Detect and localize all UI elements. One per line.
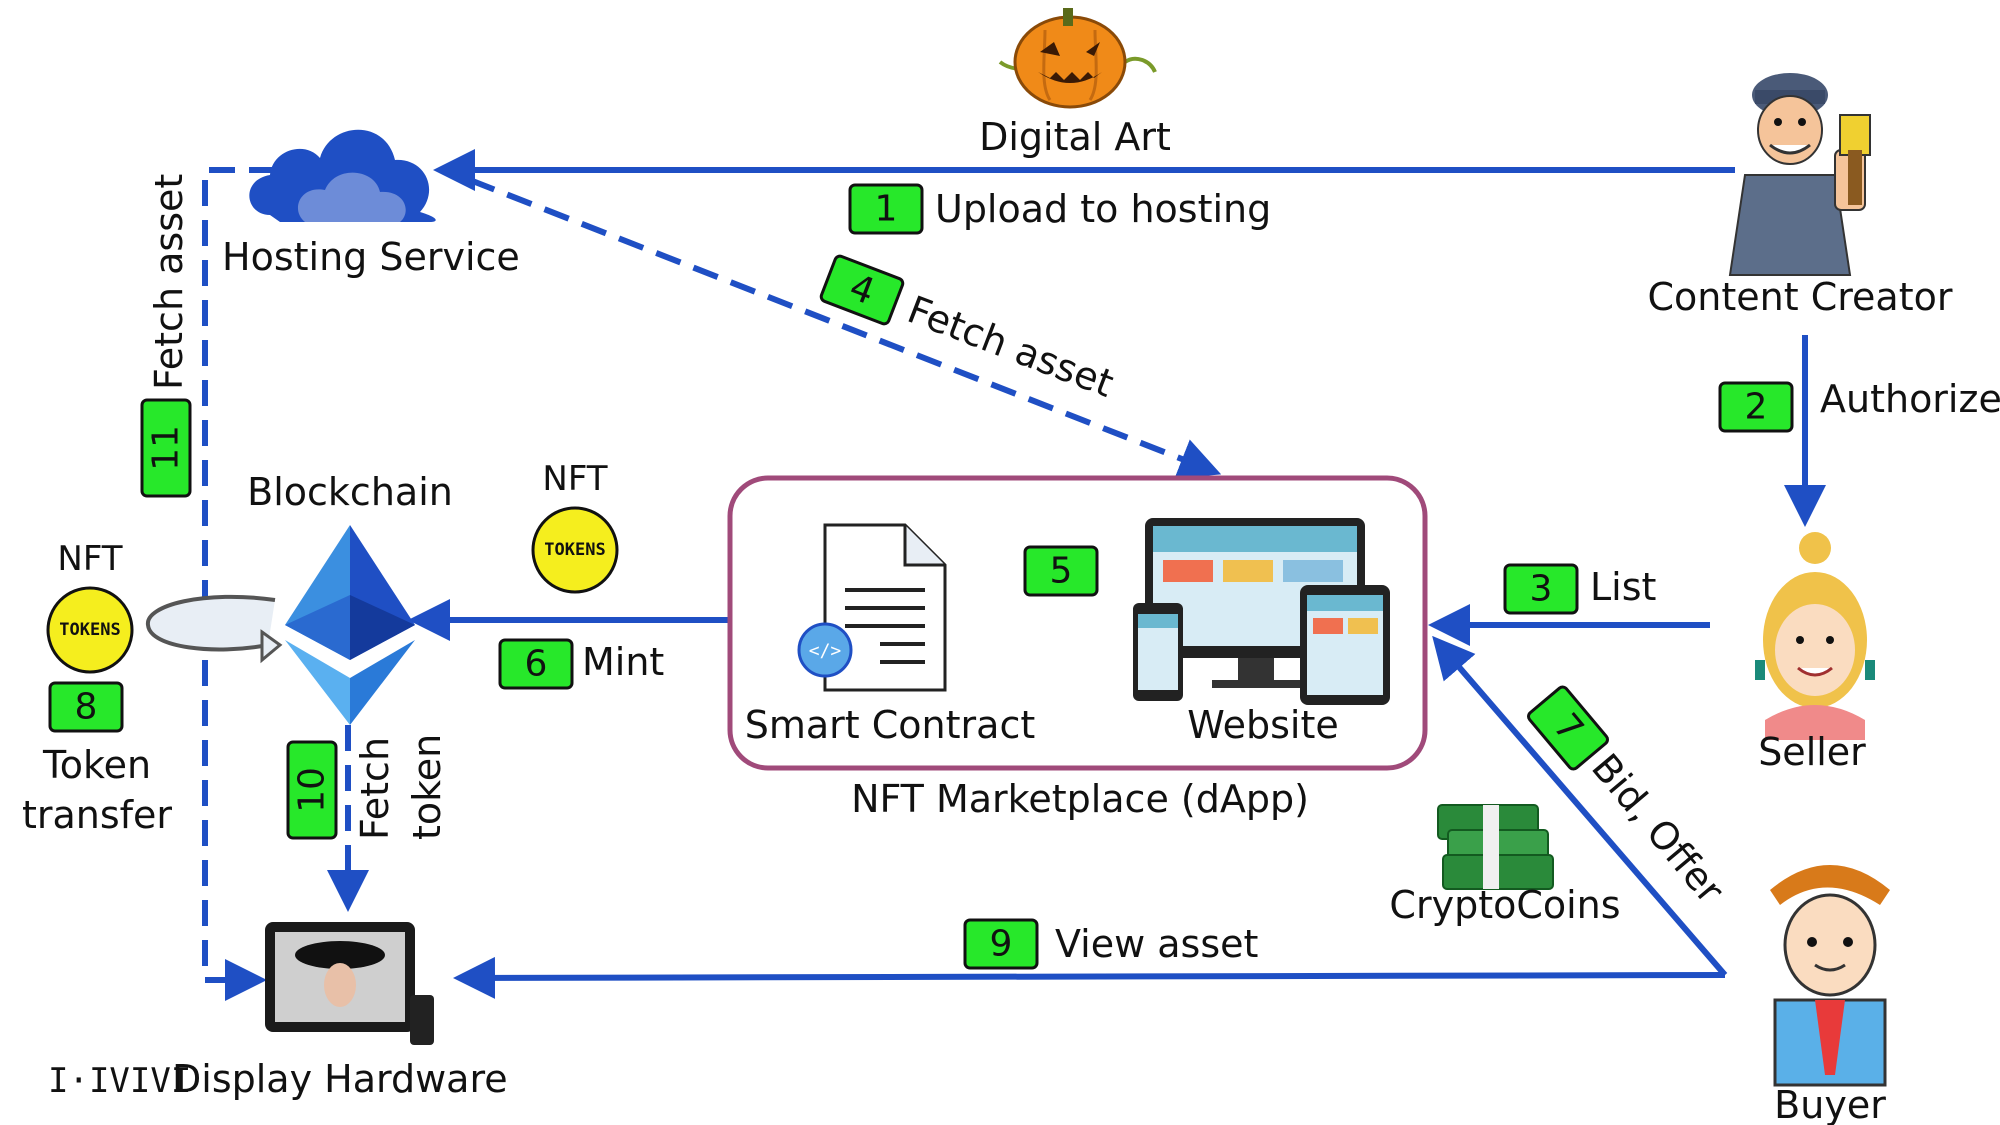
blockchain-label: Blockchain (247, 470, 453, 514)
svg-text:11: 11 (146, 425, 187, 471)
tokens-left-text: TOKENS (59, 620, 120, 640)
money-icon (1437, 804, 1554, 890)
step-badge-9: 9 (963, 918, 1039, 970)
step-badge-5: 5 (1023, 545, 1099, 597)
step-3-label: List (1590, 565, 1656, 609)
tokens-mid-text: TOKENS (544, 540, 605, 560)
display-hardware-label: Display Hardware (172, 1057, 508, 1101)
website-label: Website (1187, 703, 1338, 747)
svg-text:</>: </> (809, 641, 842, 662)
arrow-fetch-asset-display (202, 167, 275, 1001)
step-badge-10: 10 (286, 740, 338, 840)
token-transfer-label-1: Token (42, 743, 151, 787)
step-badge-6: 6 (498, 638, 574, 690)
svg-text:8: 8 (75, 687, 98, 728)
devices-icon (1133, 518, 1390, 705)
cloud-icon (249, 129, 436, 222)
step-badge-3: 3 (1503, 563, 1579, 615)
svg-text:9: 9 (990, 924, 1013, 965)
token-transfer-arrow (145, 594, 283, 664)
step-badge-2: 2 (1718, 381, 1794, 433)
hosting-service-label: Hosting Service (222, 235, 520, 279)
svg-text:1: 1 (875, 189, 898, 230)
display-frame-icon (265, 922, 434, 1045)
watermark-logo: I·IVIVI (48, 1061, 191, 1101)
step-4-label: Fetch asset (902, 287, 1120, 406)
nft-left-label: NFT (57, 539, 122, 579)
svg-text:10: 10 (292, 767, 333, 813)
tokens-coin-icon: TOKENS (531, 506, 619, 594)
step-badge-4: 4 (819, 254, 905, 326)
step-11-label: Fetch asset (147, 174, 191, 390)
nft-mid-label: NFT (542, 459, 607, 499)
arrow-fetch-asset-website (468, 177, 1222, 479)
svg-text:3: 3 (1530, 569, 1553, 610)
step-badge-7: 7 (1527, 685, 1609, 771)
crypto-coins-label: CryptoCoins (1389, 883, 1620, 927)
tokens-coin-icon: TOKENS (46, 586, 134, 674)
marketplace-label: NFT Marketplace (dApp) (851, 777, 1309, 821)
arrow-view-asset (453, 956, 1726, 999)
digital-art-label: Digital Art (979, 115, 1171, 159)
ethereum-icon (285, 525, 415, 725)
buyer-label: Buyer (1774, 1083, 1886, 1125)
seller-icon (1755, 532, 1875, 740)
smart-contract-label: Smart Contract (745, 703, 1036, 747)
content-creator-label: Content Creator (1648, 275, 1953, 319)
seller-label: Seller (1758, 730, 1866, 774)
step-badge-8: 8 (48, 681, 124, 733)
step-10-label-2: token (405, 734, 449, 840)
step-6-label: Mint (582, 640, 664, 684)
smart-contract-icon: </> (797, 523, 947, 692)
step-1-label: Upload to hosting (935, 187, 1271, 231)
svg-text:5: 5 (1050, 551, 1073, 592)
arrow-bid-offer (1432, 635, 1728, 977)
step-9-label: View asset (1055, 922, 1258, 966)
step-2-label: Authorize (1820, 377, 2000, 421)
svg-text:2: 2 (1745, 387, 1768, 428)
svg-text:6: 6 (525, 644, 548, 685)
pumpkin-icon (998, 8, 1157, 109)
step-badge-1: 1 (848, 183, 924, 235)
buyer-icon (1770, 865, 1890, 1087)
step-10-label-1: Fetch (353, 737, 397, 840)
token-transfer-label-2: transfer (22, 793, 172, 837)
painter-icon (1728, 73, 1871, 276)
step-badge-11: 11 (140, 398, 192, 498)
